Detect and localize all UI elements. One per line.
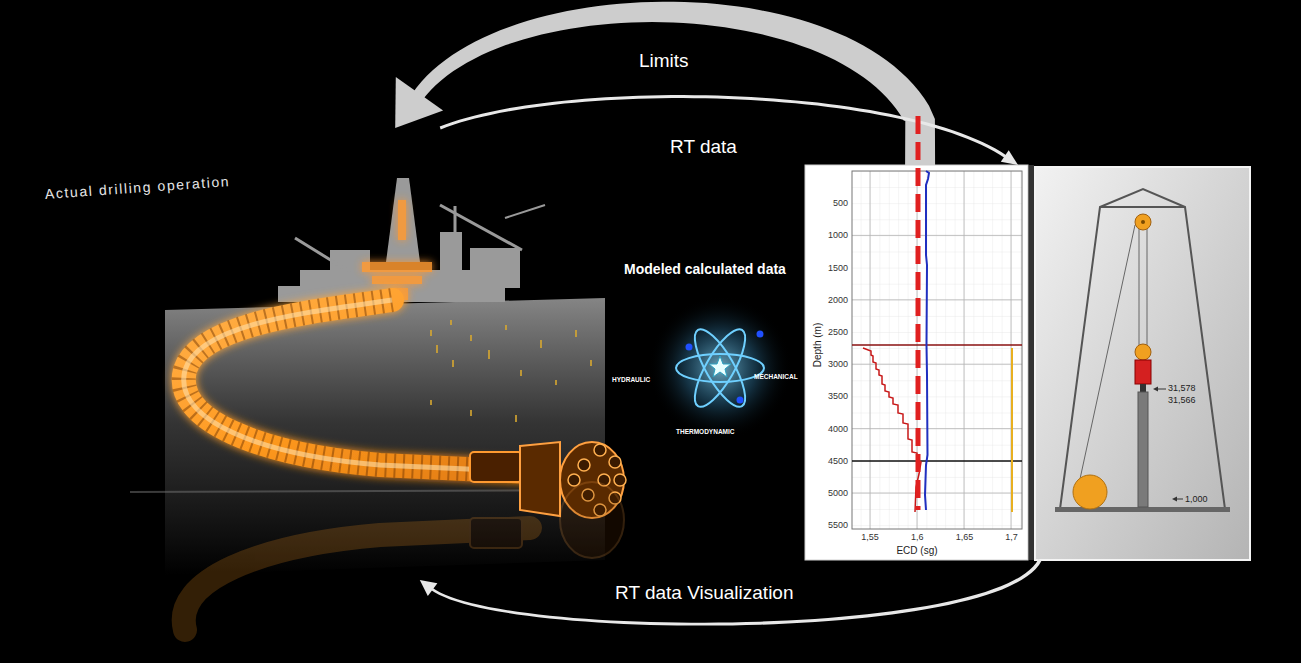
- connector-line: [440, 95, 1007, 158]
- platform-silhouette: [278, 178, 545, 302]
- model-node: Modeled calculated data: [615, 258, 795, 318]
- model-part: MECHANICAL: [754, 373, 798, 380]
- axis-tick: 1,6: [911, 532, 924, 542]
- connector-line: [431, 559, 1042, 626]
- axis-title: Depth (m): [812, 323, 823, 367]
- axis-tick: 1500: [828, 263, 848, 273]
- drill-string: [184, 300, 626, 518]
- derrick-panel: 31,578 31,566 1,000: [1035, 167, 1250, 560]
- node-title: Modeled calculated data: [623, 260, 787, 278]
- edge-label: RT data: [668, 136, 739, 158]
- edge-label: RT data Visualization: [613, 582, 796, 604]
- limit-line: [916, 116, 921, 510]
- arrow-head: [1001, 150, 1018, 165]
- axis-tick: 1,55: [861, 532, 879, 542]
- data-arrow: [440, 95, 1018, 165]
- axis-tick: 1,7: [1005, 532, 1018, 542]
- operation-region: Actual drilling operation: [40, 128, 640, 580]
- derrick-schematic: [1035, 167, 1250, 560]
- axis-tick: 3000: [828, 359, 848, 369]
- axis-tick: 2500: [828, 327, 848, 337]
- axis-tick: 2000: [828, 295, 848, 305]
- region-title: Actual drilling operation: [44, 173, 230, 202]
- axis-tick: 5500: [828, 520, 848, 530]
- platform-lights: [362, 200, 432, 300]
- axis-tick: 1,65: [956, 532, 974, 542]
- arrow-head: [395, 77, 443, 128]
- readout-value: 31,578: [1168, 383, 1196, 393]
- data-dots: [430, 320, 592, 422]
- axis-tick: 1000: [828, 230, 848, 240]
- axis-tick: 4500: [828, 456, 848, 466]
- connector-line: [412, 2, 935, 165]
- axis-tick: 500: [833, 198, 848, 208]
- readout-value: 1,000: [1185, 494, 1208, 504]
- axis-tick: 4000: [828, 424, 848, 434]
- edge-label: Limits: [637, 50, 691, 72]
- axis-title: ECD (sg): [896, 545, 937, 556]
- arrow-head: [420, 580, 438, 596]
- limits-arrow: [395, 2, 935, 165]
- model-part: THERMODYNAMIC: [676, 428, 735, 435]
- model-part: HYDRAULIC: [612, 376, 650, 383]
- readout-value: 31,566: [1168, 395, 1196, 405]
- chart-panel: Depth (m) ECD (sg) 500 1000 1500 2000 2500 3000…: [805, 165, 1028, 560]
- atom-symbol: [648, 296, 792, 440]
- data-arrow: [420, 559, 1042, 626]
- reflection: [184, 482, 624, 630]
- axis-tick: 5000: [828, 488, 848, 498]
- axis-tick: 3500: [828, 391, 848, 401]
